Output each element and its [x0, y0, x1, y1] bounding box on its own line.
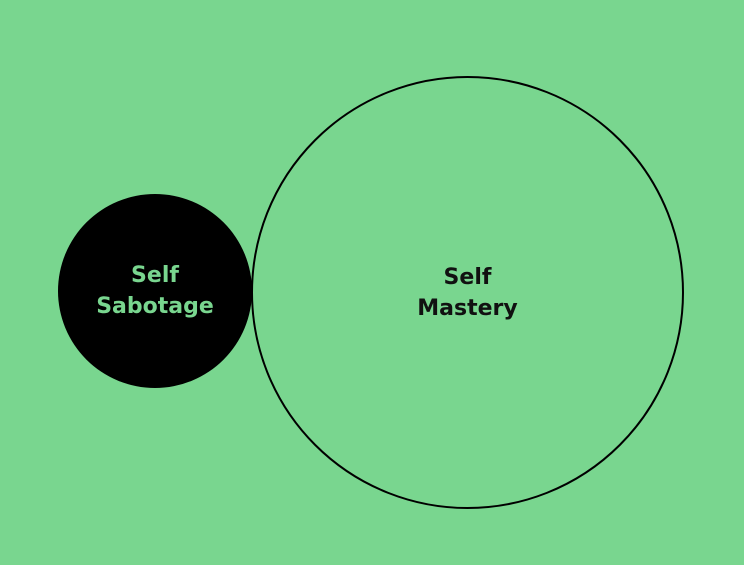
self-sabotage-circle: Self Sabotage: [58, 194, 252, 388]
self-mastery-label: Self Mastery: [417, 262, 517, 324]
self-mastery-label-line1: Self: [443, 264, 492, 290]
self-mastery-label-line2: Mastery: [417, 295, 518, 321]
self-sabotage-label-line2: Sabotage: [96, 294, 214, 319]
self-sabotage-label: Self Sabotage: [96, 260, 214, 322]
self-sabotage-label-line1: Self: [131, 263, 179, 288]
self-mastery-circle: Self Mastery: [251, 76, 684, 509]
